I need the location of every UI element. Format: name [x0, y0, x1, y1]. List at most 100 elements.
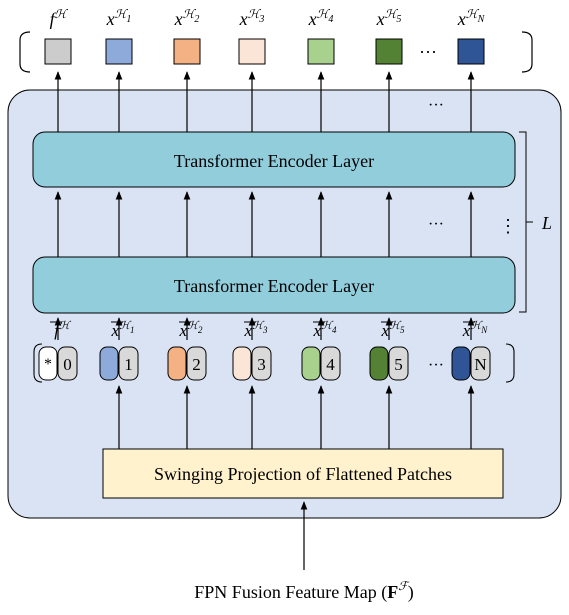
output-label-1: xℋ1	[106, 7, 132, 29]
output-label-sub-3: 3	[258, 14, 264, 25]
input-label-base-5: x	[381, 321, 390, 340]
input-label-base-0: f	[54, 321, 61, 340]
repeat-symbol: L	[541, 213, 552, 233]
input-label-6: xℋN	[462, 320, 488, 340]
output-label-base-6: x	[457, 9, 466, 29]
input-token-1	[99, 346, 119, 381]
encoder-layer-top	[32, 131, 516, 188]
output-square-1	[105, 38, 133, 65]
input-ellipsis: ···	[428, 357, 444, 374]
output-ellipsis: ···	[419, 42, 437, 62]
input-label-4: xℋ4	[313, 320, 337, 340]
output-label-sub-6: N	[477, 14, 486, 25]
input-label-sup-1: ℋ	[119, 320, 132, 332]
output-square-2	[173, 38, 201, 65]
input-label-base-4: x	[313, 321, 322, 340]
output-label-5: xℋ5	[376, 7, 402, 29]
source-symbol-sup: ℱ	[398, 579, 410, 593]
input-label-base-6: x	[462, 321, 471, 340]
position-embedding-3	[251, 346, 272, 381]
source-label: FPN Fusion Feature Map (Fℱ)	[194, 579, 413, 603]
output-label-sup-2: ℋ	[183, 7, 197, 21]
position-index-2: 2	[192, 355, 201, 374]
encoder-layer-bottom	[32, 256, 516, 314]
output-bracket-right	[521, 31, 533, 73]
output-label-3: xℋ3	[239, 7, 265, 29]
output-label-sup-6: ℋ	[466, 7, 480, 21]
input-token-2	[167, 346, 187, 381]
position-index-6: N	[474, 355, 486, 374]
input-label-sup-2: ℋ	[187, 320, 200, 332]
output-label-sup-4: ℋ	[317, 7, 331, 21]
encoder-layer-bottom-label: Transformer Encoder Layer	[174, 276, 374, 296]
source-close: )	[408, 582, 414, 603]
position-embedding-2	[186, 346, 207, 381]
panel-ellipsis-top: ···	[428, 97, 444, 114]
position-embedding-6	[470, 346, 491, 381]
output-label-base-4: x	[308, 9, 317, 29]
input-token-3	[232, 346, 252, 381]
input-label-3: xℋ3	[244, 320, 268, 340]
input-label-base-1: x	[111, 321, 120, 340]
output-label-base-5: x	[376, 9, 385, 29]
output-label-sub-4: 4	[328, 14, 333, 25]
panel-ellipsis-middle: ···	[428, 216, 444, 233]
input-label-base-2: x	[179, 321, 188, 340]
input-label-1: xℋ1	[111, 320, 135, 340]
input-label-sub-1: 1	[130, 325, 135, 335]
position-index-5: 5	[394, 355, 403, 374]
position-index-3: 3	[257, 355, 266, 374]
output-square-0	[44, 38, 72, 65]
output-label-2: xℋ2	[174, 7, 200, 29]
input-label-sup-6: ℋ	[470, 320, 483, 332]
input-label-sup-0: ℋ	[59, 320, 72, 332]
output-label-sup-0: ℋ	[55, 7, 69, 21]
output-label-base-2: x	[174, 9, 183, 29]
position-embedding-5	[388, 346, 409, 381]
output-label-sup-5: ℋ	[385, 7, 399, 21]
projection-box	[102, 448, 504, 499]
source-symbol: F	[387, 582, 398, 602]
class-token-mark: *	[44, 356, 52, 373]
source-label-text: FPN Fusion Feature Map (	[194, 582, 387, 603]
output-label-4: xℋ4	[308, 7, 334, 29]
input-label-sub-3: 3	[262, 325, 268, 335]
output-label-sub-1: 1	[126, 14, 131, 25]
output-label-sup-3: ℋ	[248, 7, 262, 21]
input-bracket-right	[505, 343, 515, 383]
input-label-sub-4: 4	[332, 325, 337, 335]
output-bracket-left	[19, 31, 31, 73]
encoder-vertical-ellipsis: ⋮	[499, 216, 517, 236]
input-label-sub-5: 5	[400, 325, 405, 335]
input-label-sup-4: ℋ	[321, 320, 334, 332]
input-label-sub-2: 2	[198, 325, 203, 335]
input-label-sup-3: ℋ	[252, 320, 265, 332]
output-label-sup-1: ℋ	[115, 7, 129, 21]
input-label-base-3: x	[244, 321, 253, 340]
input-bracket-left	[33, 343, 43, 383]
input-label-2: xℋ2	[179, 320, 203, 340]
output-square-3	[238, 38, 266, 65]
output-square-4	[307, 38, 335, 65]
input-label-5: xℋ5	[381, 320, 405, 340]
input-label-0: fℋ	[54, 320, 72, 340]
position-index-4: 4	[326, 355, 335, 374]
position-embedding-0	[57, 346, 78, 381]
input-token-4	[301, 346, 321, 381]
output-label-6: xℋN	[457, 7, 486, 29]
output-label-0: fℋ	[50, 7, 69, 29]
position-index-0: 0	[63, 355, 72, 374]
input-label-sup-5: ℋ	[389, 320, 402, 332]
output-label-sub-2: 2	[194, 14, 199, 25]
position-embedding-4	[320, 346, 341, 381]
output-square-6	[457, 38, 485, 65]
input-token-5	[369, 346, 389, 381]
input-token-0	[38, 346, 58, 381]
output-label-base-0: f	[50, 9, 58, 29]
output-square-5	[375, 38, 403, 65]
position-index-1: 1	[124, 355, 133, 374]
encoder-layer-top-label: Transformer Encoder Layer	[174, 151, 374, 171]
